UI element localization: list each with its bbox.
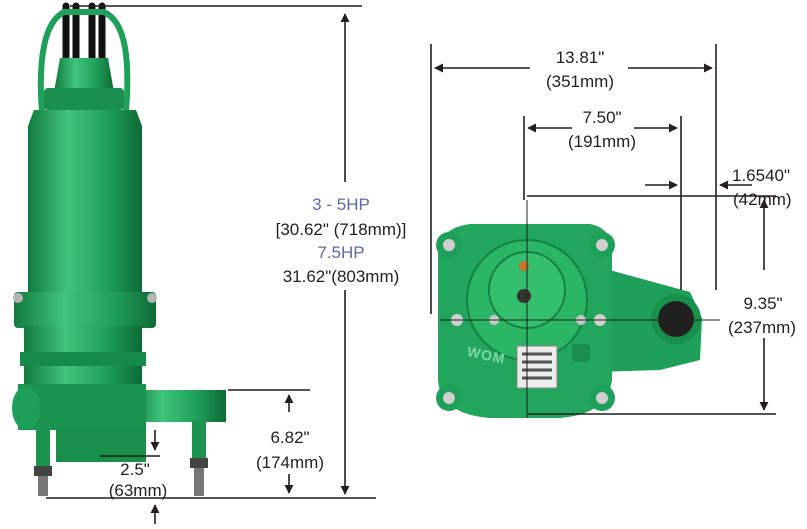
dimension-lines	[46, 5, 776, 524]
discharge-height-inch-label: 6.82"	[270, 428, 310, 447]
height-dim-a-label: [30.62" (718mm)]	[275, 220, 407, 239]
center-to-discharge-inch-label: 7.50"	[582, 108, 622, 127]
height-dim-b-label: 31.62"(803mm)	[282, 267, 400, 286]
discharge-offset-inch-label: 1.6540"	[732, 166, 791, 185]
base-offset-mm-label: (63mm)	[108, 481, 168, 500]
discharge-offset-mm-label: (42mm)	[733, 190, 792, 209]
height-hp-b-label: 7.5HP	[317, 243, 365, 262]
height-hp-a-label: 3 - 5HP	[312, 195, 370, 214]
center-to-discharge-mm-label: (191mm)	[567, 132, 636, 151]
depth-mm-label: (237mm)	[727, 318, 796, 337]
discharge-height-mm-label: (174mm)	[255, 453, 324, 472]
overall-width-inch-label: 13.81"	[555, 48, 605, 67]
depth-inch-label: 9.35"	[743, 294, 783, 313]
pump-side-view	[12, 2, 226, 496]
pump-top-view	[436, 200, 720, 418]
overall-width-mm-label: (351mm)	[545, 72, 614, 91]
base-offset-inch-label: 2.5"	[120, 460, 150, 479]
